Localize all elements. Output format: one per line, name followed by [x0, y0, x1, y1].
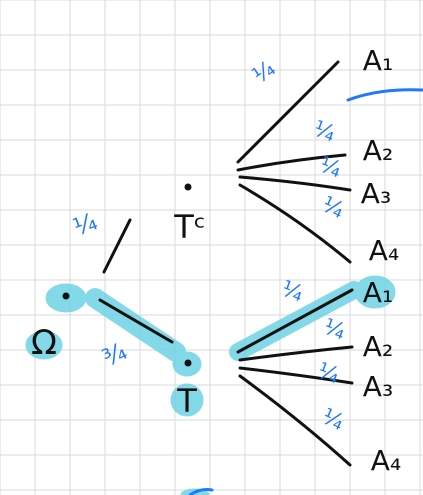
t-dot — [184, 359, 192, 367]
outcome-label: A₂ — [363, 134, 393, 167]
edge-label-lower: ¼ — [278, 276, 307, 307]
annotation-stroke — [346, 88, 423, 102]
t-label-highlight — [170, 383, 204, 417]
edge-label-upper: ¼ — [248, 56, 280, 89]
edge-tc-a3 — [238, 175, 352, 192]
outcome-label: A₄ — [369, 234, 399, 267]
edge-label-tc: ¼ — [70, 207, 101, 241]
edge-t-a1 — [236, 288, 354, 354]
edge-t-a2 — [238, 345, 354, 362]
edge-tc-a2 — [236, 153, 347, 172]
edge-label-lower: ¼ — [320, 314, 349, 345]
t-label: T — [176, 382, 197, 420]
root-label: Ω — [31, 323, 57, 363]
annotation-stroke-bottom — [188, 488, 214, 495]
edge-root-t — [98, 298, 174, 344]
edge-t-a4 — [238, 374, 352, 467]
edge-t-a3 — [238, 366, 354, 385]
outcome-label: A₁ — [363, 276, 393, 309]
outcome-label: A₂ — [363, 330, 393, 363]
edge-tc-a4 — [238, 183, 352, 264]
a1-highlight — [354, 275, 396, 309]
outcome-label: A₄ — [371, 444, 401, 477]
node-dots — [62, 183, 192, 367]
outcome-label: A₃ — [361, 177, 391, 210]
edge-label-lower: ¼ — [318, 404, 348, 436]
outcome-label: A₁ — [363, 44, 393, 77]
edge-label-upper: ¼ — [318, 192, 348, 224]
edge-label-t: ¾ — [98, 337, 131, 372]
tc-dot — [184, 183, 192, 191]
edge-root-tc — [102, 218, 132, 274]
edge-root-t-highlight — [85, 288, 186, 362]
tc-label: Tᶜ — [173, 208, 205, 246]
edge-label-upper: ¼ — [310, 116, 339, 147]
root-label-highlight — [25, 330, 63, 360]
root-dot — [62, 292, 70, 300]
edge-tc-a1 — [236, 60, 340, 164]
outcomes-upper: A₁ A₂ A₃ A₄ ¼ ¼ ¼ ¼ — [248, 44, 399, 267]
outcome-label: A₃ — [363, 370, 393, 403]
tree-edges — [98, 60, 354, 467]
